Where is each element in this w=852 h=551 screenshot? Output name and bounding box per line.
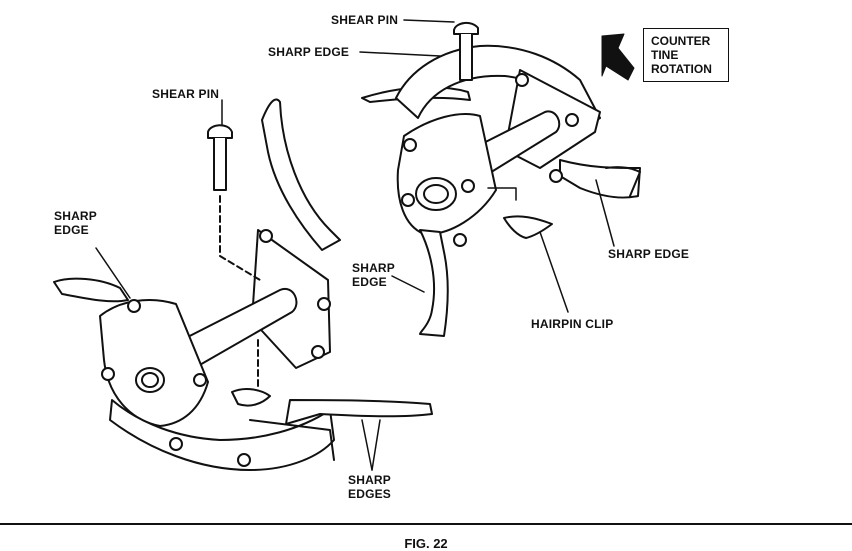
label-sharp-edge-mid-line1: SHARP bbox=[352, 261, 396, 275]
label-sharp-edge-mid-line2: EDGE bbox=[352, 275, 387, 289]
leader-lines bbox=[95, 19, 615, 471]
right-tine-assembly bbox=[361, 22, 641, 337]
rotation-arrow-icon bbox=[601, 33, 635, 81]
left-tine-assembly bbox=[53, 98, 433, 471]
callout-line-3: ROTATION bbox=[651, 62, 712, 76]
right-lower-tine bbox=[419, 229, 449, 337]
hairpin-clip-shape bbox=[503, 215, 553, 239]
left-shaft bbox=[169, 287, 298, 375]
label-shear-pin-top: SHEAR PIN bbox=[331, 13, 399, 27]
label-sharp-edges-line1: SHARP bbox=[348, 473, 392, 487]
right-flange bbox=[396, 113, 497, 236]
callout-line-1: COUNTER bbox=[651, 34, 711, 48]
label-hairpin-clip: HAIRPIN CLIP bbox=[531, 317, 614, 331]
counter-tine-rotation-box: COUNTER TINE ROTATION bbox=[643, 28, 729, 82]
label-sharp-edge-left-line2: EDGE bbox=[54, 223, 89, 237]
callout-line-2: TINE bbox=[651, 48, 679, 62]
label-sharp-edges-line2: EDGES bbox=[348, 487, 392, 501]
label-sharp-edge-left-line1: SHARP bbox=[54, 209, 98, 223]
label-sharp-edge-top: SHARP EDGE bbox=[268, 45, 350, 59]
label-sharp-edge-right: SHARP EDGE bbox=[608, 247, 690, 261]
label-shear-pin-left: SHEAR PIN bbox=[152, 87, 220, 101]
footer-divider bbox=[0, 523, 852, 525]
